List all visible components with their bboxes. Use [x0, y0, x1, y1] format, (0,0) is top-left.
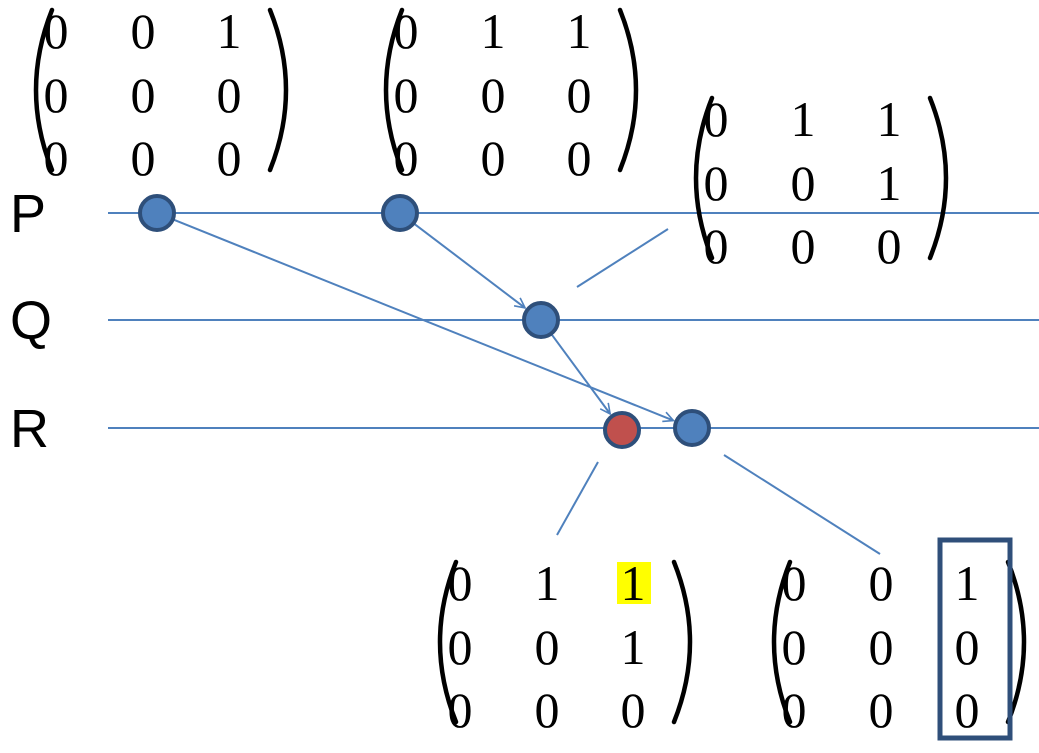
- matrix-cell: 1: [621, 555, 646, 611]
- matrix-cell: 0: [535, 682, 560, 738]
- process-label-q: Q: [10, 291, 52, 351]
- highlight-cell-bg: [617, 562, 651, 604]
- message-arrow-p1-r2: [170, 217, 674, 421]
- process-label-r: R: [10, 399, 49, 459]
- event-p2: [381, 194, 419, 232]
- matrix-cell: 0: [869, 682, 894, 738]
- vector-matrix-m5: 0 0 1 0 0 0 0 0 0: [771, 537, 1027, 741]
- matrix-cell: 0: [394, 130, 419, 186]
- matrix-connector: [723, 454, 881, 555]
- matrix-cell: 1: [535, 555, 560, 611]
- event-r2: [673, 409, 711, 447]
- matrix-cell: 1: [877, 155, 902, 211]
- event-q1: [522, 301, 560, 339]
- matrix-cell: 0: [704, 218, 729, 274]
- matrix-cell: 0: [704, 155, 729, 211]
- matrix-cell: 0: [791, 155, 816, 211]
- left-paren: [437, 559, 459, 725]
- matrix-cell: 0: [448, 619, 473, 675]
- matrix-cell: 0: [448, 555, 473, 611]
- matrix-cell: 0: [44, 67, 69, 123]
- matrix-cell: 1: [955, 555, 980, 611]
- vector-matrix-m1: 0 0 1 0 0 0 0 0 0: [33, 3, 289, 186]
- message-arrow-q1-r1: [549, 331, 610, 414]
- matrix-cell: 0: [44, 3, 69, 59]
- matrix-cell: 1: [217, 3, 242, 59]
- event-r1: [603, 411, 641, 449]
- highlight-column-box: [937, 537, 1013, 741]
- matrix-cell: 0: [877, 218, 902, 274]
- matrix-cell: 0: [955, 682, 980, 738]
- matrix-cell: 0: [217, 130, 242, 186]
- matrix-cell: 0: [131, 67, 156, 123]
- process-label-p: P: [10, 184, 46, 244]
- matrix-cell: 0: [567, 67, 592, 123]
- event-p1: [138, 194, 176, 232]
- matrix-cell: 0: [791, 218, 816, 274]
- matrix-cell: 0: [567, 130, 592, 186]
- matrix-cell: 1: [621, 619, 646, 675]
- matrix-cell: 0: [782, 619, 807, 675]
- matrix-cell: 0: [704, 91, 729, 147]
- matrix-cell: 0: [621, 682, 646, 738]
- left-paren: [693, 95, 715, 261]
- matrix-cell: 0: [131, 130, 156, 186]
- matrix-connector: [576, 228, 669, 288]
- matrix-cell: 0: [217, 67, 242, 123]
- matrix-cell: 1: [481, 3, 506, 59]
- vector-matrix-m3: 0 1 1 0 0 1 0 0 0: [693, 91, 949, 274]
- message-arrow-p2-q1: [411, 221, 525, 308]
- matrix-cell: 0: [481, 130, 506, 186]
- right-paren: [617, 7, 639, 173]
- right-paren: [927, 95, 949, 261]
- matrix-cell: 0: [448, 682, 473, 738]
- vector-matrix-m2: 0 1 1 0 0 0 0 0 0: [383, 3, 639, 186]
- matrix-cell: 0: [535, 619, 560, 675]
- matrix-cell: 1: [791, 91, 816, 147]
- matrix-cell: 0: [481, 67, 506, 123]
- matrix-cell: 0: [869, 555, 894, 611]
- matrix-cell: 0: [131, 3, 156, 59]
- matrix-cell: 1: [877, 91, 902, 147]
- left-paren: [33, 7, 55, 173]
- matrix-cell: 0: [869, 619, 894, 675]
- matrix-cell: 0: [44, 130, 69, 186]
- matrix-cell: 0: [955, 619, 980, 675]
- matrix-cell: 0: [782, 555, 807, 611]
- left-paren: [383, 7, 405, 173]
- matrix-cell: 0: [394, 3, 419, 59]
- right-paren: [1005, 559, 1027, 725]
- matrix-connector: [556, 461, 599, 536]
- right-paren: [671, 559, 693, 725]
- left-paren: [771, 559, 793, 725]
- right-paren: [267, 7, 289, 173]
- matrix-cell: 0: [782, 682, 807, 738]
- vector-matrix-m4: 0 1 1 0 0 1 0 0 0: [437, 555, 693, 738]
- matrix-cell: 1: [567, 3, 592, 59]
- matrix-cell: 0: [394, 67, 419, 123]
